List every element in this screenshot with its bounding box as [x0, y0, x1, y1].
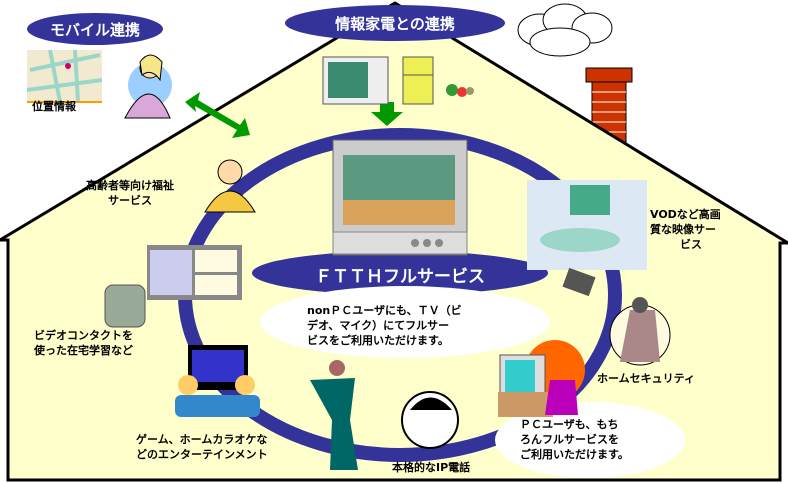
chimney-icon: [585, 67, 633, 143]
ip-phone-label: 本格的なIP電話: [392, 461, 471, 474]
double-arrow-icon: [185, 92, 250, 138]
television-image: [332, 139, 468, 256]
appliance-link-title: 情報家電との連携: [335, 15, 455, 33]
gaming-kids-image: [175, 345, 260, 417]
fridge-image: [402, 56, 434, 105]
video-camera-image: [562, 267, 596, 297]
cloud-icon: [517, 3, 613, 57]
vod-label: VODなど高画質な映像サービス: [650, 208, 721, 251]
down-arrow-icon: [371, 102, 403, 126]
location-label: 位置情報: [32, 100, 76, 113]
mobile-link-title: モバイル連携: [49, 21, 140, 39]
nonpc-note: nonＰＣユーザにも、ＴＶ（ビデオ、マイク）にてフルサービスをご利用いただけます…: [307, 304, 462, 347]
vegetables-image: [446, 84, 474, 97]
video-study-label: ビデオコンタクトを使った在宅学習など: [34, 329, 133, 357]
entertainment-label: ゲーム、ホームカラオケなどのエンターテインメント: [136, 433, 268, 461]
ftth-title: ＦＴＴＨフルサービス: [315, 267, 485, 287]
welfare-label: 高齢者等向け福祉サービス: [86, 179, 174, 207]
singer-image: [310, 360, 358, 470]
pc-note: ＰＣユーザも、もちろんフルサービスをご利用いただけます。: [520, 418, 629, 461]
security-label: ホームセキュリティ: [597, 372, 696, 385]
armchair-image: [104, 284, 146, 328]
video-study-image: [147, 245, 242, 300]
vod-room-image: [527, 180, 647, 270]
microwave-image: [322, 56, 389, 105]
map-image: [26, 49, 103, 103]
elderly-man-image: [204, 159, 256, 213]
ip-phone-woman-image: [401, 391, 459, 449]
burglar-image: [609, 297, 671, 366]
woman-phone-image: [124, 54, 172, 119]
pc-user-image: [498, 340, 585, 417]
